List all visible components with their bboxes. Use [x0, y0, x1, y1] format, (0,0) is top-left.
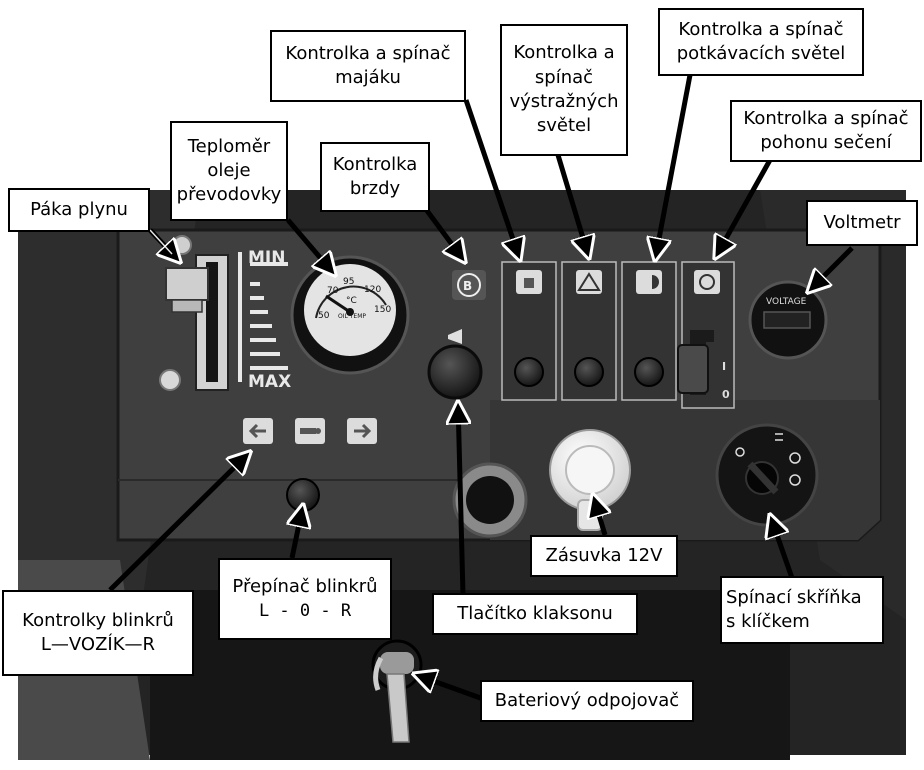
ignition-key-switch[interactable]: [717, 425, 817, 525]
callout-indicators: Kontrolky blinkrů L—VOZÍK—R: [2, 590, 194, 676]
svg-text:B: B: [463, 279, 472, 293]
gauge-tick-label: 70: [327, 286, 339, 296]
callout-horn-text: Tlačítko klaksonu: [457, 602, 613, 626]
beacon-switch-module[interactable]: [502, 262, 556, 400]
callout-thermometer-text: Teploměr oleje převodovky: [177, 135, 282, 208]
callout-mower-text: Kontrolka a spínač pohonu sečení: [743, 107, 908, 156]
callout-horn: Tlačítko klaksonu: [432, 593, 638, 635]
callout-beacon-text: Kontrolka a spínač majáku: [285, 42, 450, 91]
callout-low-beam-text: Kontrolka a spínač potkávacích světel: [677, 18, 845, 67]
gauge-tick-label: 95: [343, 277, 354, 287]
voltmeter: VOLTAGE: [750, 282, 826, 358]
callout-throttle-text: Páka plynu: [30, 198, 128, 222]
callout-indicator-switch-positions: L - 0 - R: [259, 600, 351, 623]
voltmeter-caption: VOLTAGE: [766, 297, 807, 307]
callout-brake: Kontrolka brzdy: [320, 142, 430, 212]
callout-socket-text: Zásuvka 12V: [546, 544, 663, 568]
callout-battery-text: Bateriový odpojovač: [495, 689, 679, 713]
callout-throttle: Páka plynu: [8, 188, 150, 232]
brake-warning-light: B: [452, 270, 486, 300]
gauge-tick-label: 50: [318, 311, 330, 321]
hazard-switch-module[interactable]: [562, 262, 616, 400]
gauge-tick-label: 150: [374, 305, 391, 315]
callout-battery: Bateriový odpojovač: [480, 680, 694, 722]
callout-ignition-text: Spínací skříňka s klíčkem: [726, 586, 862, 635]
callout-voltmeter-text: Voltmetr: [823, 211, 900, 235]
callout-indicator-switch-title: Přepínač blinkrů: [232, 575, 377, 599]
callout-socket: Zásuvka 12V: [530, 535, 678, 577]
callout-hazard-text: Kontrolka a spínač výstražných světel: [510, 41, 619, 138]
switch-off-mark: 0: [722, 388, 730, 401]
callout-mower: Kontrolka a spínač pohonu sečení: [730, 100, 922, 162]
callout-voltmeter: Voltmetr: [806, 200, 918, 246]
oil-temp-gauge: 50 70 95 120 150 °C OIL TEMP: [292, 257, 408, 373]
low-beam-switch-module[interactable]: [622, 262, 676, 400]
callout-beacon: Kontrolka a spínač majáku: [270, 30, 466, 102]
gauge-unit: °C: [346, 296, 357, 306]
mower-drive-switch-module[interactable]: I 0: [678, 262, 734, 408]
scale-max-label: MAX: [248, 372, 291, 392]
callout-thermometer: Teploměr oleje převodovky: [170, 121, 288, 221]
indicator-lights: [243, 418, 377, 444]
callout-low-beam: Kontrolka a spínač potkávacích světel: [658, 8, 864, 76]
gauge-tick-label: 120: [364, 285, 381, 295]
callout-indicators-text: Kontrolky blinkrů L—VOZÍK—R: [22, 609, 174, 658]
callout-hazard: Kontrolka a spínač výstražných světel: [500, 24, 628, 156]
callout-indicator-switch: Přepínač blinkrů L - 0 - R: [218, 558, 392, 640]
switch-on-mark: I: [722, 360, 726, 373]
callout-ignition: Spínací skříňka s klíčkem: [720, 576, 884, 644]
callout-brake-text: Kontrolka brzdy: [333, 153, 418, 202]
scale-min-label: MIN: [248, 248, 285, 268]
